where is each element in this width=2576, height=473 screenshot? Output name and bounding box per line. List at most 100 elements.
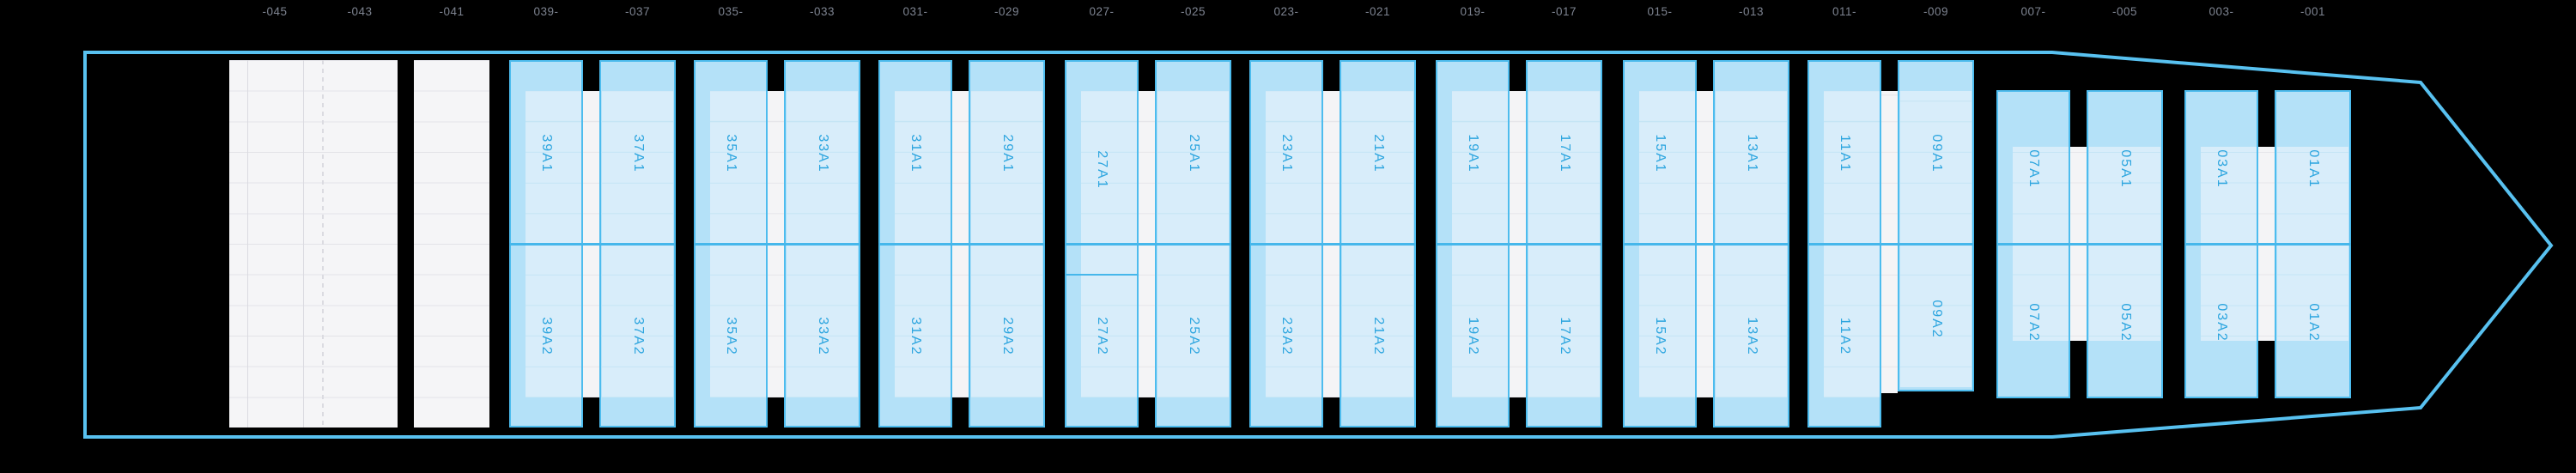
- slot-31A1[interactable]: 31A1: [880, 60, 951, 243]
- slot-label: 39A2: [539, 317, 554, 356]
- slot-13A2[interactable]: 13A2: [1715, 243, 1788, 428]
- bay-number-label: -013: [1738, 5, 1765, 18]
- slot-39A2[interactable]: 39A2: [511, 243, 581, 428]
- slot-11A2[interactable]: 11A2: [1809, 243, 1880, 428]
- slot-21A1[interactable]: 21A1: [1341, 60, 1414, 243]
- bay-09-column: 09A1 09A2: [1898, 60, 1974, 391]
- bay-number-label: -025: [1180, 5, 1206, 18]
- slot-label: 37A1: [630, 134, 646, 173]
- slot-37A2[interactable]: 37A2: [601, 243, 674, 428]
- slot-13A1[interactable]: 13A1: [1715, 60, 1788, 243]
- bay-number-label: -009: [1923, 5, 1949, 18]
- slot-35A1[interactable]: 35A1: [696, 60, 766, 243]
- slot-label: 15A2: [1653, 317, 1668, 356]
- tier-divider-line: [1807, 243, 1974, 246]
- walkway-strip: [1881, 91, 1898, 393]
- bay-number-label: -005: [2111, 5, 2138, 18]
- slot-label: 09A2: [1929, 300, 1944, 339]
- slot-label: 27A1: [1095, 150, 1109, 190]
- slot-21A2[interactable]: 21A2: [1341, 243, 1414, 428]
- stern-grid-dashed-divider: [322, 60, 324, 428]
- slot-31A2[interactable]: 31A2: [880, 243, 951, 428]
- slot-33A1[interactable]: 33A1: [786, 60, 859, 243]
- tier-divider-line: [1623, 243, 1789, 246]
- bay-number-label: 003-: [2208, 5, 2234, 18]
- bay-number-label: 011-: [1832, 5, 1857, 18]
- slot-05A2[interactable]: 05A2: [2088, 243, 2161, 398]
- slot-label: 07A1: [2026, 149, 2041, 189]
- slot-39A1[interactable]: 39A1: [511, 60, 581, 243]
- slot-17A2[interactable]: 17A2: [1528, 243, 1601, 428]
- bay-number-label: -033: [809, 5, 835, 18]
- slot-label: 25A1: [1186, 134, 1201, 173]
- slot-label: 33A1: [815, 134, 830, 173]
- bay-number-label: -037: [624, 5, 651, 18]
- slot-label: 19A1: [1466, 134, 1480, 173]
- slot-label: 07A2: [2026, 303, 2041, 343]
- slot-05A1[interactable]: 05A1: [2088, 90, 2161, 243]
- slot-07A1[interactable]: 07A1: [1998, 90, 2069, 243]
- slot-label: 03A1: [2215, 149, 2229, 189]
- slot-label: 17A1: [1557, 134, 1572, 173]
- slot-33A2[interactable]: 33A2: [786, 243, 859, 428]
- slot-25A1[interactable]: 25A1: [1157, 60, 1230, 243]
- slot-label: 13A2: [1744, 317, 1759, 356]
- slot-23A2[interactable]: 23A2: [1251, 243, 1321, 428]
- slot-01A2[interactable]: 01A2: [2276, 243, 2349, 398]
- slot-19A1[interactable]: 19A1: [1437, 60, 1508, 243]
- slot-label: 11A2: [1838, 317, 1852, 356]
- slot-15A1[interactable]: 15A1: [1625, 60, 1695, 243]
- slot-label: 37A2: [630, 317, 646, 356]
- slot-23A1[interactable]: 23A1: [1251, 60, 1321, 243]
- tier-divider-line: [1996, 243, 2163, 246]
- slot-label: 23A2: [1279, 317, 1294, 356]
- slot-09A2[interactable]: 09A2: [1899, 243, 1972, 391]
- slot-03A1[interactable]: 03A1: [2186, 90, 2257, 243]
- stern-slot-grid-45-43[interactable]: [229, 60, 398, 428]
- slot-19A2[interactable]: 19A2: [1437, 243, 1508, 428]
- bay-number-label: -001: [2300, 5, 2326, 18]
- slot-25A2[interactable]: 25A2: [1157, 243, 1230, 428]
- tier-divider-line: [878, 243, 1045, 246]
- tier-divider-line: [2184, 243, 2351, 246]
- slot-15A2[interactable]: 15A2: [1625, 243, 1695, 428]
- slot-07A2[interactable]: 07A2: [1998, 243, 2069, 398]
- bay-number-label: 031-: [902, 5, 928, 18]
- stern-slot-grid-41[interactable]: [414, 60, 489, 428]
- slot-label: 35A1: [724, 134, 738, 173]
- slot-label: 35A2: [724, 317, 738, 356]
- slot-label: 17A2: [1557, 317, 1572, 356]
- slot-label: 27A2: [1095, 317, 1109, 356]
- slot-27A2[interactable]: 27A2: [1066, 243, 1137, 428]
- slot-label: 33A2: [815, 317, 830, 356]
- bay-number-label: 027-: [1089, 5, 1115, 18]
- bay-number-label: 015-: [1647, 5, 1673, 18]
- slot-label: 31A2: [908, 317, 923, 356]
- slot-label: 21A1: [1370, 134, 1386, 173]
- slot-11A1[interactable]: 11A1: [1809, 60, 1880, 243]
- slot-17A1[interactable]: 17A1: [1528, 60, 1601, 243]
- slot-37A1[interactable]: 37A1: [601, 60, 674, 243]
- slot-label: 15A1: [1653, 134, 1668, 173]
- bay-number-label: 039-: [533, 5, 559, 18]
- bay-number-label: -021: [1364, 5, 1391, 18]
- slot-01A1[interactable]: 01A1: [2276, 90, 2349, 243]
- slot-label: 05A1: [2117, 149, 2133, 189]
- slot-label: 25A2: [1186, 317, 1201, 356]
- tier-divider-line: [1249, 243, 1416, 246]
- slot-29A2[interactable]: 29A2: [970, 243, 1043, 428]
- slot-label: 05A2: [2117, 303, 2133, 343]
- slot-35A2[interactable]: 35A2: [696, 243, 766, 428]
- slot-27A1[interactable]: 27A1: [1066, 60, 1137, 243]
- bay-number-label: 023-: [1273, 5, 1299, 18]
- bay-27-extra-divider: [1065, 274, 1139, 276]
- stern-grid-divider: [303, 60, 304, 428]
- slot-label: 21A2: [1370, 317, 1386, 356]
- bay-number-label: -043: [347, 5, 373, 18]
- slot-29A1[interactable]: 29A1: [970, 60, 1043, 243]
- slot-label: 11A1: [1838, 134, 1852, 173]
- slot-09A1[interactable]: 09A1: [1899, 60, 1972, 243]
- bay-number-label: -029: [993, 5, 1020, 18]
- slot-label: 31A1: [908, 134, 923, 173]
- slot-03A2[interactable]: 03A2: [2186, 243, 2257, 398]
